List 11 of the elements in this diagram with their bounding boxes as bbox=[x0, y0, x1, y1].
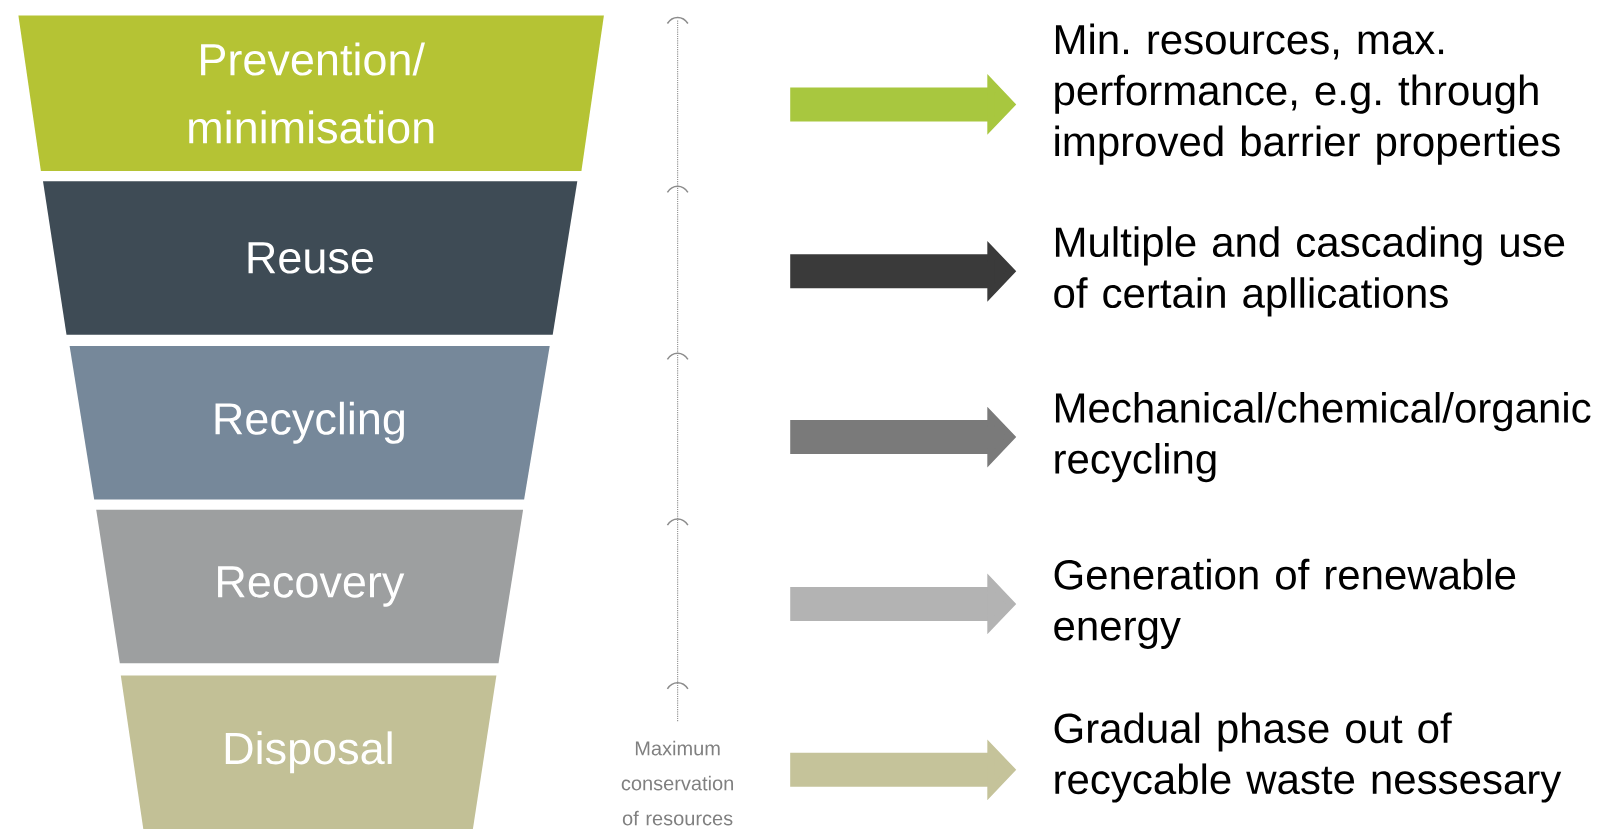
description-text: Generation of renewable energy bbox=[1054, 558, 1516, 649]
funnel-band: Recovery bbox=[96, 509, 524, 664]
funnel-band: Disposal bbox=[120, 675, 497, 830]
description-text: Min. resources, max. performance, e.g. through improved barrier properties bbox=[1055, 23, 1560, 165]
description-text: Mechanical/chemical/organic recycling bbox=[1055, 392, 1591, 483]
caption-text: Maximum conservation of resources bbox=[621, 740, 733, 826]
funnel-band: Reuse bbox=[43, 181, 578, 335]
description-text: Multiple and cascading use of certain apllications bbox=[1054, 226, 1565, 317]
description-text: Gradual phase out of recycable waste nessesary bbox=[1054, 712, 1562, 803]
funnel-band: Recycling bbox=[69, 346, 550, 500]
funnel-band: Prevention/ minimisation bbox=[18, 15, 604, 171]
